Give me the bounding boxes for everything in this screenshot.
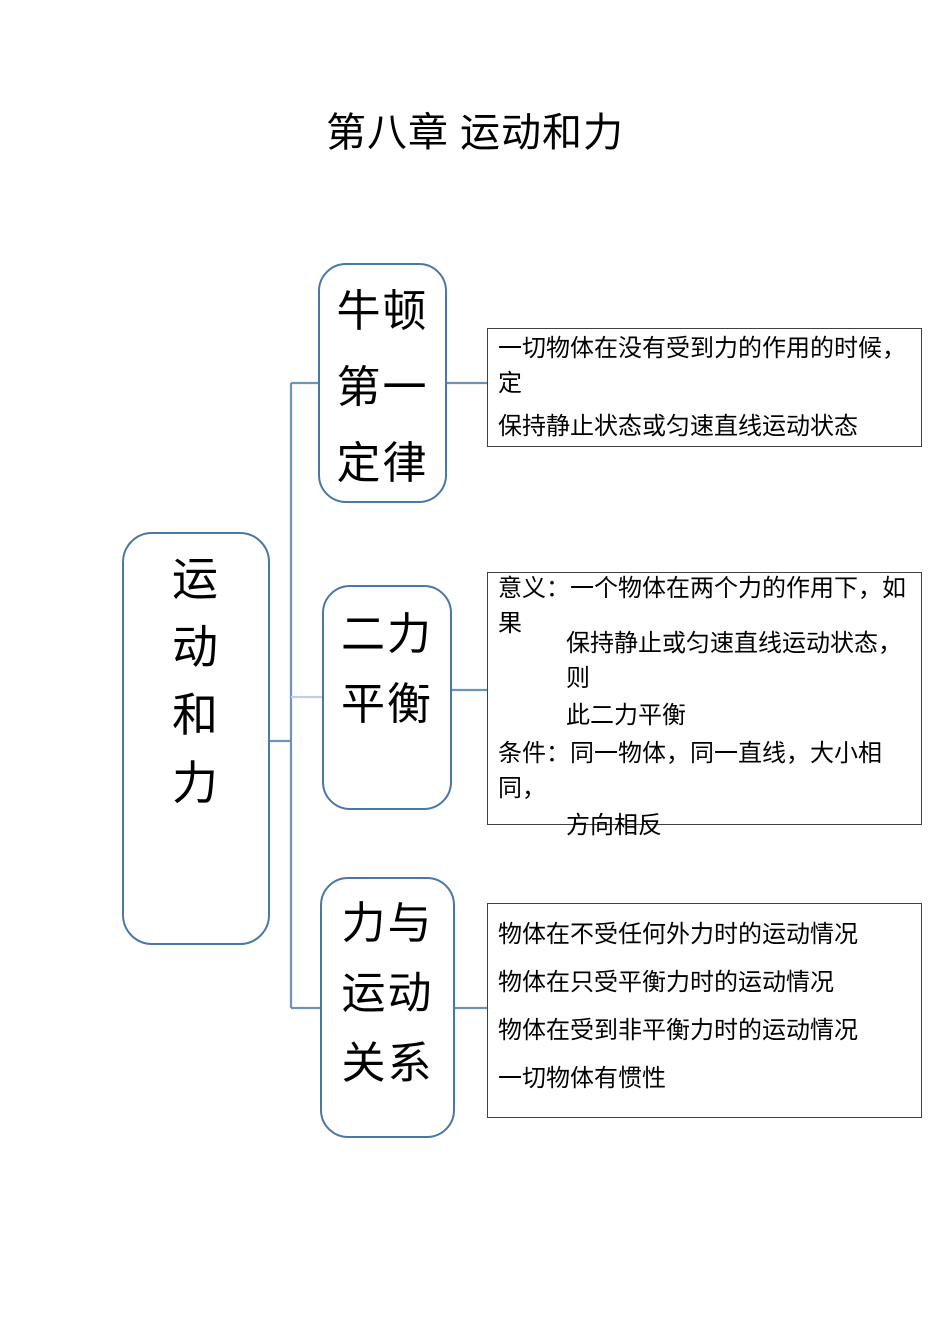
detail-box-force-motion-relation: 物体在不受任何外力时的运动情况 物体在只受平衡力时的运动情况 物体在受到非平衡力… — [487, 903, 922, 1118]
node-label-line: 运动 — [341, 969, 434, 1018]
detail-box-two-force-balance: 意义：一个物体在两个力的作用下，如果 保持静止或匀速直线运动状态，则 此二力平衡… — [487, 572, 922, 839]
node-newton-first-law: 牛顿 第一 定律 — [318, 263, 447, 503]
node-label-line: 第一 — [336, 363, 429, 412]
detail-text-line: 物体在只受平衡力时的运动情况 — [498, 969, 834, 996]
detail-text-line: 保持静止或匀速直线运动状态，则 — [566, 630, 902, 692]
detail-text-line: 意义：一个物体在两个力的作用下，如果 — [498, 575, 906, 637]
detail-text-line: 条件：同一物体，同一直线，大小相同， — [498, 740, 882, 802]
detail-text-line: 保持静止状态或匀速直线运动状态 — [498, 413, 858, 440]
root-node-char: 和 — [172, 690, 220, 741]
node-label-line: 平衡 — [341, 680, 433, 729]
root-node-char: 动 — [172, 622, 220, 673]
detail-text-line: 物体在不受任何外力时的运动情况 — [498, 921, 858, 948]
detail-text-line: 方向相反 — [566, 813, 662, 839]
detail-text-line: 一切物体在没有受到力的作用的时候，定 — [498, 336, 906, 397]
page-title: 第八章 运动和力 — [326, 110, 624, 155]
node-label-line: 二力 — [341, 610, 433, 659]
node-force-motion-relation: 力与 运动 关系 — [320, 877, 455, 1138]
node-label-line: 关系 — [341, 1039, 434, 1088]
detail-text-line: 此二力平衡 — [566, 703, 686, 729]
node-label-line: 定律 — [336, 439, 429, 488]
detail-text-line: 一切物体有惯性 — [498, 1065, 666, 1092]
node-label-line: 力与 — [341, 899, 434, 948]
node-two-force-balance: 二力 平衡 — [322, 585, 452, 810]
node-label-line: 牛顿 — [336, 287, 429, 336]
root-node-char: 运 — [172, 554, 220, 605]
root-node-char: 力 — [172, 758, 220, 809]
detail-box-newton-first-law: 一切物体在没有受到力的作用的时候，定 保持静止状态或匀速直线运动状态 — [487, 328, 922, 447]
detail-text-line: 物体在受到非平衡力时的运动情况 — [498, 1017, 858, 1044]
root-node-motion-and-force: 运 动 和 力 — [122, 532, 270, 945]
